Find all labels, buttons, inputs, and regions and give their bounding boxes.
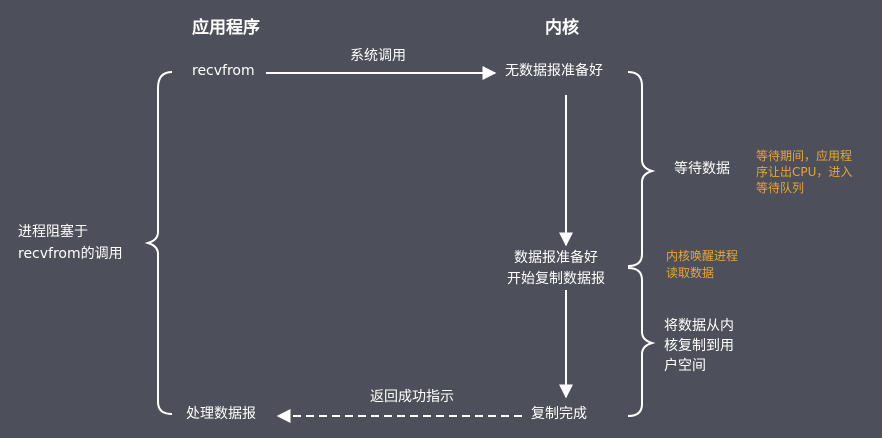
blocked-label-line2: recvfrom的调用	[18, 246, 123, 262]
kernel-column-header: 内核	[545, 18, 579, 38]
syscall-label: 系统调用	[350, 48, 406, 64]
kernel-not-ready-label: 无数据报准备好	[505, 63, 603, 79]
kernel-ready-label-line2: 开始复制数据报	[507, 271, 605, 287]
right-brace-wait	[627, 71, 656, 267]
wait-note-line3: 等待队列	[756, 181, 805, 195]
kernel-ready-label-line1: 数据报准备好	[514, 250, 598, 266]
blocked-label-line1: 进程阻塞于	[18, 224, 88, 240]
wait-note-line1: 等待期间，应用程	[756, 149, 853, 163]
kernel-copy-done-label: 复制完成	[531, 406, 587, 422]
wait-note-line2: 序让出CPU，进入	[756, 165, 853, 179]
copy-phase-label-line2: 核复制到用	[664, 338, 734, 354]
wake-note-line2: 读取数据	[666, 266, 715, 280]
app-column-header: 应用程序	[192, 18, 260, 38]
right-brace-copy	[627, 267, 656, 417]
app-process-label: 处理数据报	[186, 406, 256, 422]
wake-note-line1: 内核唤醒进程	[666, 249, 739, 263]
app-recvfrom-label: recvfrom	[192, 63, 255, 79]
left-brace	[144, 71, 173, 415]
copy-phase-label-line3: 户空间	[664, 358, 706, 374]
wait-phase-label: 等待数据	[674, 161, 730, 177]
copy-phase-label-line1: 将数据从内	[664, 318, 734, 334]
return-label: 返回成功指示	[370, 389, 454, 405]
